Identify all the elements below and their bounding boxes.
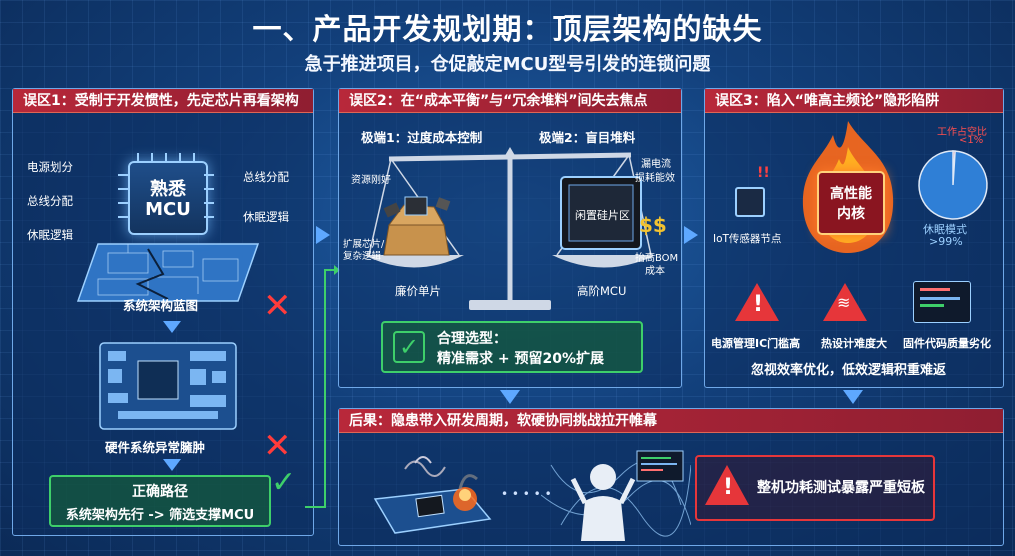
panel-consequence: 后果：隐患带入研发周期，软硬协同挑战拉开帷幕 • • • • • ! 整机功耗测… [338,408,1004,546]
down-arrow-icon [163,321,181,333]
panel-misconception-1: 误区1：受制于开发惯性，先定芯片再看架构 熟悉 MCU 电源划分 总线分配 休眠… [12,88,314,536]
code-window-icon [913,281,971,323]
page-subtitle: 急于推进项目，仓促敲定MCU型号引发的连锁问题 [304,54,711,75]
chip-pins [118,153,214,218]
stressed-engineer-illustration [541,450,691,541]
balance-scale-illustration [364,147,656,310]
heat-warning-icon: ≋ [823,283,867,321]
check-box-icon: ✓ [393,331,425,363]
duty-cycle-pie-chart [918,150,988,220]
pie-sleep-label: 休眠模式 [923,223,967,236]
note-leakage: 漏电流 [641,159,671,170]
panel-4-header: 后果：隐患带入研发周期，软硬协同挑战拉开帷幕 [339,409,1003,433]
ellipsis-dots: • • • • • [501,487,552,501]
alert-warning-icon: ! [705,465,749,505]
correct-path-text: 系统架构先行 -> 筛选支撑MCU [65,508,255,523]
dollar-icon: $$ [639,213,667,237]
wifi-signal-icon: !! [757,165,770,181]
burnt-board-illustration [373,456,492,534]
high-performance-core-chip: 高性能 内核 [817,171,885,235]
green-check-icon: ✓ [271,465,297,500]
label-sleep-logic-left: 休眠逻辑 [27,228,73,242]
correct-path-title: 正确路径 [132,484,188,500]
iot-node-label: IoT传感器节点 [713,233,782,245]
high-end-mcu-caption: 高阶MCU [577,284,627,298]
alert-text: 整机功耗测试暴露严重短板 [757,480,925,496]
solution-text: 精准需求 + 预留20%扩展 [437,351,604,367]
board-caption: 硬件系统异常臃肿 [105,440,206,455]
power-test-alert-box: ! 整机功耗测试暴露严重短板 [695,455,935,521]
pie-slice-sleep [918,150,988,220]
note-efficiency-loss: 损耗能效 [635,173,675,184]
note-raise-bom: 抬高BOM [635,253,679,264]
pie-sleep-value: >99% [929,235,963,248]
solution-title: 合理选型： [437,331,507,347]
panel-misconception-2: 误区2：在“成本平衡”与“冗余堆料”间失去焦点 极端1：过度成本控制 极端2：盲… [338,88,682,388]
pie-work-label: 工作占空比 [937,127,987,138]
blueprint-illustration [76,243,260,302]
label-bus-allocation-left: 总线分配 [27,194,73,208]
red-x-icon: ✕ [263,426,292,466]
chip-label-line2: MCU [145,199,191,220]
warning-thermal: 热设计难度大 [821,337,887,350]
panel-2-header: 误区2：在“成本平衡”与“冗余堆料”间失去焦点 [339,89,681,113]
down-arrow-icon [843,390,863,404]
blueprint-caption: 系统架构蓝图 [123,298,199,313]
iot-sensor-chip [735,187,765,217]
extreme-2-title: 极端2：盲目堆料 [539,130,636,145]
panel-1-header: 误区1：受制于开发惯性，先定芯片再看架构 [13,89,313,113]
pie-work-value: <1% [959,135,984,146]
panel-3-footer: 忽视效率优化，低效逻辑积重难返 [751,363,947,378]
warning-triangle-icon: ! [735,283,779,321]
down-arrow-icon [163,459,181,471]
warning-power-ic: 电源管理IC门槛高 [711,337,801,350]
connector-line [305,265,340,508]
cheap-chip-caption: 廉价单片 [395,284,441,298]
panel-3-header: 误区3：陷入“唯高主频论”隐形陷阱 [705,89,1003,113]
chip-label-line1: 熟悉 [150,179,186,200]
extreme-1-title: 极端1：过度成本控制 [361,130,483,145]
core-label-line2: 内核 [837,206,865,222]
page-title: 一、产品开发规划期：顶层架构的缺失 [252,12,763,46]
note-cost: 成本 [645,266,665,277]
bloated-board-illustration [99,342,237,430]
right-arrow-icon [684,226,698,244]
red-x-icon: ✕ [263,286,292,326]
right-arrow-icon [316,226,330,244]
reasonable-selection-box: ✓ 合理选型： 精准需求 + 预留20%扩展 [381,321,643,373]
note-resources-just-enough: 资源刚好 [351,175,391,186]
panel-misconception-3: 误区3：陷入“唯高主频论”隐形陷阱 高性能 内核 !! IoT传感器节点 工作占… [704,88,1004,388]
familiar-mcu-chip: 熟悉 MCU [128,161,208,235]
down-arrow-icon [500,390,520,404]
correct-path-box: 正确路径 系统架构先行 -> 筛选支撑MCU [49,475,271,527]
label-sleep-logic-right: 休眠逻辑 [243,210,289,224]
core-label-line1: 高性能 [830,186,872,202]
idle-silicon-label: 闲置硅片区 [575,209,630,222]
label-bus-allocation-right: 总线分配 [243,170,289,184]
warning-firmware: 固件代码质量劣化 [903,337,991,350]
label-power-partition: 电源划分 [27,160,73,174]
note-extra-chips: 扩展芯片/复杂逻辑 [343,239,385,262]
